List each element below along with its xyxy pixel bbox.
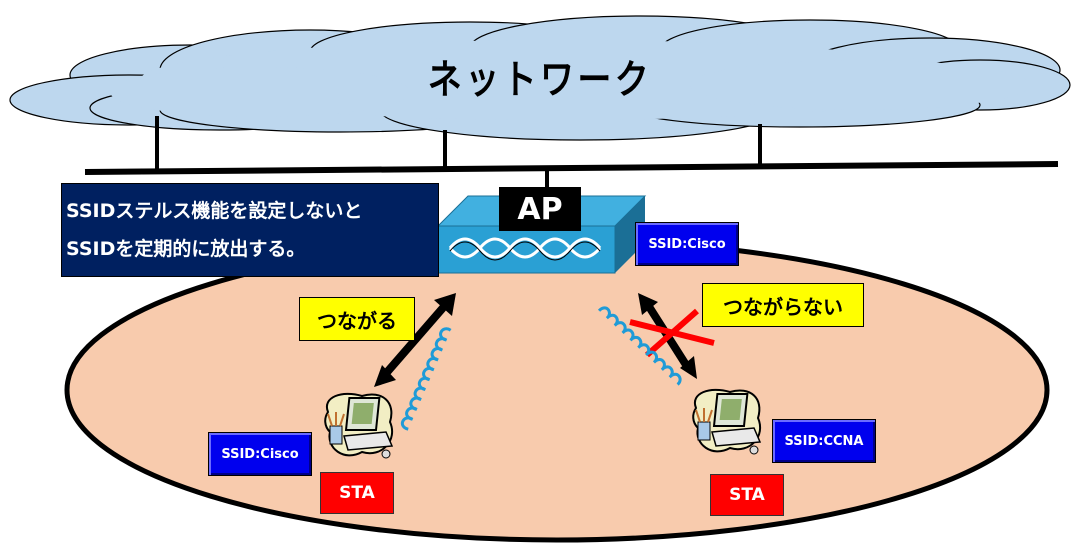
not-connected-note: つながらない xyxy=(702,283,864,327)
network-cloud xyxy=(9,15,1071,141)
connection-arrow xyxy=(374,293,456,387)
info-box: SSIDステルス機能を設定しないと SSIDを定期的に放出する。 xyxy=(61,183,439,277)
sta2-label: STA xyxy=(710,474,784,516)
network-label: ネットワーク xyxy=(427,57,653,103)
connected-note: つながる xyxy=(299,297,415,341)
computer-icon xyxy=(324,392,394,459)
sta1-ssid-badge: SSID:Cisco xyxy=(208,432,312,476)
signal-wave-icon xyxy=(400,327,452,431)
signal-wave-icon xyxy=(597,306,682,386)
network-backbone xyxy=(84,116,1059,190)
reject-cross-icon xyxy=(629,308,715,358)
ap-ssid-badge: SSID:Cisco xyxy=(635,222,739,266)
info-line-2: SSIDを定期的に放出する。 xyxy=(66,238,306,260)
sta1-label: STA xyxy=(320,472,394,514)
info-line-1: SSIDステルス機能を設定しないと xyxy=(66,200,363,222)
sta2-ssid-badge: SSID:CCNA xyxy=(772,419,876,463)
computer-icon xyxy=(692,388,762,455)
ap-coverage-area xyxy=(64,237,1050,543)
ap-label: AP xyxy=(499,187,581,231)
